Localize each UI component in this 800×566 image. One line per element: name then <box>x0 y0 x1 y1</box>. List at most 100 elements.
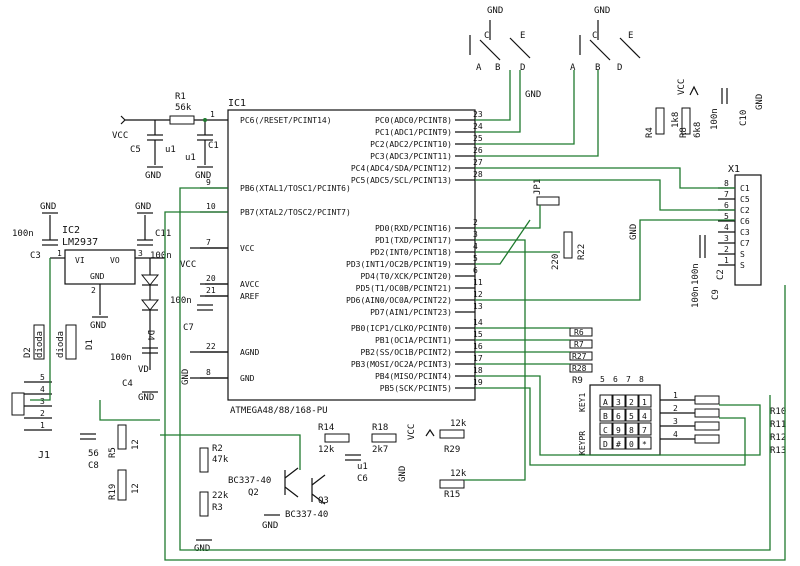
r13-body <box>694 434 720 444</box>
ic1-pin-label: PC1(ADC1/PCINT9) <box>375 128 452 137</box>
ic1-pin-label: PB6(XTAL1/TOSC1/PCINT6) <box>240 184 351 193</box>
ic1-pin-label: PB4(MISO/PCINT4) <box>375 372 452 381</box>
q2-part: BC337-40 <box>228 476 271 486</box>
keypad-key-label: 7 <box>642 426 647 435</box>
ic1-pin-number: 17 <box>473 354 483 363</box>
x1-pin-number: 7 <box>724 190 729 199</box>
ic1-pin-number: 8 <box>206 368 211 377</box>
c3-value: 100n <box>12 229 34 239</box>
c2-ref: C2 <box>716 269 726 280</box>
net-pb6 <box>179 187 771 551</box>
keypad-key <box>638 394 652 408</box>
keypad-key <box>612 436 626 450</box>
gnd-label-c6: GND <box>398 466 408 482</box>
r14-value: 12k <box>318 445 335 455</box>
keypad-ref: KEY1 <box>578 393 587 412</box>
ic2-vi: VI <box>75 256 85 265</box>
ic1-pin-label: PD2(INT0/PCINT18) <box>370 248 452 257</box>
ic1-pin-number: 20 <box>206 274 216 283</box>
sw2-e: E <box>628 31 633 41</box>
ic1-pin-label: AGND <box>240 348 259 357</box>
net-pc4 <box>475 167 735 189</box>
ic1-pin-label: PC3(ADC3/PCINT11) <box>370 152 452 161</box>
r4-ref: R4 <box>645 127 655 138</box>
x1-pin-number: 1 <box>724 256 729 265</box>
keypad-key-label: A <box>603 398 608 407</box>
r18-ref: R18 <box>372 423 388 433</box>
c11-ref: C11 <box>155 229 171 239</box>
ic1-pin-number: 21 <box>206 286 216 295</box>
r8-ref: R8 <box>679 127 689 138</box>
ic1-pin-label: PB3(MOSI/OC2A/PCINT3) <box>351 360 452 369</box>
r7-body <box>569 339 593 349</box>
ic1-pin-label: PC0(ADC0/PCINT8) <box>375 116 452 125</box>
ic1-pin-label: GND <box>240 374 255 383</box>
net-wires <box>30 70 786 561</box>
q3-part: BC337-40 <box>285 510 328 520</box>
ic1-pin-number: 12 <box>473 290 483 299</box>
reset-junction <box>203 118 207 122</box>
net-pc3 <box>475 70 599 157</box>
ic1-pin-number: 9 <box>206 178 211 187</box>
r10-ref: R10 <box>770 407 786 417</box>
gnd-label-c10: GND <box>755 94 765 110</box>
keypad-col-pin: 8 <box>639 375 644 384</box>
ic1-pin-number: 27 <box>473 158 483 167</box>
r8-body <box>681 107 691 135</box>
r14-ref: R14 <box>318 423 334 433</box>
gnd-label-agnd: GND <box>181 369 191 385</box>
c7-ref: C7 <box>183 323 194 333</box>
ic1-pin-label: AVCC <box>240 280 259 289</box>
keypad-key-label: 2 <box>629 398 634 407</box>
net-pd3 <box>475 219 531 265</box>
ic1-pin-label: PC2(ADC2/PCINT10) <box>370 140 452 149</box>
keypad-key <box>625 408 639 422</box>
keypad-key-label: C <box>603 426 608 435</box>
x1-pin-label: C6 <box>740 217 750 226</box>
r2-body <box>199 447 209 473</box>
keypad-name: KEYPR <box>578 431 587 455</box>
r11-body <box>694 408 720 418</box>
j1-pin-number: 2 <box>40 409 45 418</box>
c1-value: u1 <box>185 153 196 163</box>
q2-ref: Q2 <box>248 488 259 498</box>
ic1-pin-number: 2 <box>473 218 478 227</box>
net-pc2 <box>475 70 575 145</box>
keypad-row-pin: 4 <box>673 430 678 439</box>
ic1-pin-label: PB2(SS/OC1B/PCINT2) <box>360 348 452 357</box>
r19-value: 12 <box>131 483 141 494</box>
d1-value: dioda <box>56 331 66 358</box>
r28-body <box>569 363 593 373</box>
r28-ref: R28 <box>572 364 587 373</box>
q3-emitter <box>311 493 326 505</box>
r3-ref: R3 <box>212 503 223 513</box>
r27-body <box>569 351 593 361</box>
r9-ref: R9 <box>572 376 583 386</box>
ic1-pin-number: 13 <box>473 302 483 311</box>
q2-collector <box>284 467 299 479</box>
r7-ref: R7 <box>574 340 584 349</box>
d2-value: dioda <box>35 331 45 358</box>
ic1-pin-label: PB5(SCK/PCINT5) <box>380 384 452 393</box>
c5-ref: C5 <box>130 145 141 155</box>
ic1-pin-number: 6 <box>473 266 478 275</box>
r15-body <box>439 479 465 489</box>
x1-body <box>734 174 762 286</box>
keypad-key-label: * <box>642 440 647 449</box>
keypad-key-label: B <box>603 412 608 421</box>
vcc-arrow-reset <box>120 115 126 125</box>
r27-ref: R27 <box>572 352 587 361</box>
r19-ref: R19 <box>108 484 118 500</box>
keypad-key <box>638 436 652 450</box>
x1-pin-number: 5 <box>724 212 729 221</box>
r3-value: 22k <box>212 491 229 501</box>
ic1-top-label: PC6(/RESET/PCINT14) <box>240 116 332 125</box>
x1-pin-number: 3 <box>724 234 729 243</box>
keypad-col-pin: 7 <box>626 375 631 384</box>
c11-value: 100n <box>150 251 172 261</box>
r19-body <box>117 469 127 501</box>
jp1-body <box>536 196 560 206</box>
c1-ref: C1 <box>208 141 219 151</box>
